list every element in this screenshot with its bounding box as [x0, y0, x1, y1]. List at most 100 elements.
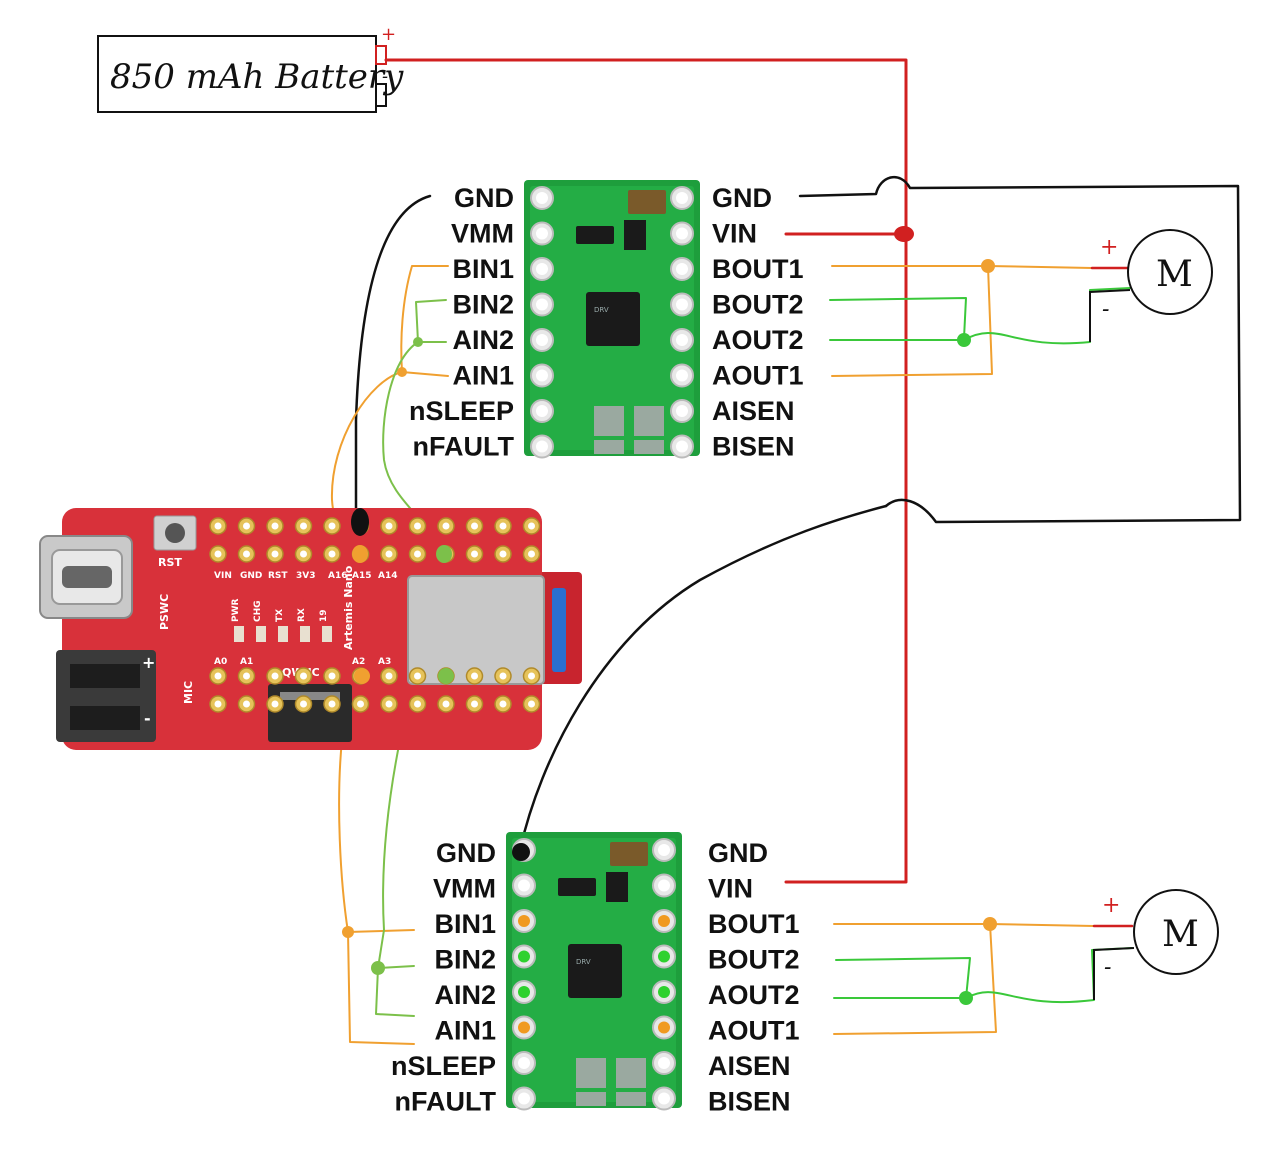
driver-bottom-right-label-vin: VIN [708, 874, 753, 904]
wire-bin2-top [415, 299, 447, 343]
battery: 850 mAh Battery + - [97, 24, 404, 113]
driver-top-pad-l6 [536, 405, 548, 417]
driver-top-right-label-aisen: AISEN [712, 396, 795, 426]
driver-top-label-gnd: GND [454, 183, 514, 213]
battery-plus: + [381, 24, 396, 45]
driver-bottom-pad-r0 [658, 844, 670, 856]
motor-bottom-plus: + [1102, 893, 1120, 918]
mcu-pin-3v3: 3V3 [296, 571, 316, 581]
motor-bottom: M + - [1093, 889, 1219, 1000]
driver-top-pad-l7 [536, 440, 548, 453]
mcu-pin-a15: A15 [352, 571, 372, 581]
wire-battery-positive [384, 58, 908, 884]
mcu-pswc-label: PSWC [158, 594, 171, 630]
driver-top-pad-r4 [676, 334, 688, 346]
driver-bottom-right-label-aout1: AOUT1 [708, 1016, 800, 1046]
driver-bottom-pad-r5 [658, 1021, 670, 1034]
mcu-pin-rst: RST [268, 571, 288, 581]
wire-aout2-bottom [833, 947, 1133, 1004]
driver-top-pad-r7 [676, 440, 688, 453]
mcu-name: Artemis Nano [342, 565, 355, 650]
driver-bottom-pad-l7 [518, 1092, 530, 1105]
driver-top-pad-l1 [536, 227, 548, 240]
mcu-pin-gnd: GND [240, 571, 262, 581]
driver-top-pad-r5 [676, 369, 688, 382]
mcu-led-rx: RX [297, 608, 307, 622]
driver-bottom-label-nsleep: nSLEEP [391, 1051, 496, 1081]
driver-top-right-label-bout2: BOUT2 [712, 290, 804, 320]
mcu-plus: + [142, 653, 155, 672]
driver-bottom-right-label-aisen: AISEN [708, 1051, 791, 1081]
mcu-pin-a0: A0 [214, 657, 227, 667]
driver-top-label-vmm: VMM [451, 219, 514, 249]
driver-top-pad-r2 [676, 263, 688, 275]
mcu-a14-solder [436, 545, 452, 563]
driver-top-pad-r6 [676, 405, 688, 417]
driver-top-label-ain1: AIN1 [452, 361, 514, 391]
driver-top-right-label-vin: VIN [712, 219, 757, 249]
driver-bottom-right-label-bout2: BOUT2 [708, 945, 800, 975]
wire-aout2-top [829, 287, 1131, 345]
mcu-led-tx: TX [275, 609, 285, 622]
wire-ground-left [354, 194, 432, 522]
wire-bout2-bottom [835, 957, 971, 999]
driver-bottom-label-gnd: GND [436, 838, 496, 868]
driver-bottom-pad-l4 [518, 986, 530, 998]
wire-ain1-bottom [347, 931, 415, 1045]
driver-bottom-pad-r2 [658, 915, 670, 927]
vin-junction [894, 226, 914, 242]
driver-bottom-pad-r6 [658, 1057, 670, 1069]
battery-minus: - [382, 66, 388, 87]
driver-top-right-label-bisen: BISEN [712, 432, 795, 462]
mcu-pin-a2: A2 [352, 657, 365, 667]
mcu-a15-solder [352, 545, 368, 563]
driver-bottom-right-label-aout2: AOUT2 [708, 980, 800, 1010]
motor-bottom-label: M [1162, 914, 1199, 955]
mcu-gnd-solder [351, 508, 369, 536]
motor-top-plus: + [1100, 235, 1118, 260]
driver-bottom-pad-l6 [518, 1057, 530, 1069]
driver-bottom-pad-r7 [658, 1092, 670, 1105]
driver-top-label-nfault: nFAULT [413, 432, 515, 462]
driver-top-pad-l5 [536, 369, 548, 382]
wire-aout1-bottom [833, 923, 997, 1035]
mcu-minus: - [144, 709, 151, 728]
driver-top-pad-l2 [536, 263, 548, 275]
mcu-a3-solder [438, 668, 454, 684]
motor-bottom-minus: - [1104, 955, 1111, 980]
driver-top-right-label-gnd: GND [712, 183, 772, 213]
driver-bottom-pad-r3 [658, 950, 670, 963]
driver-top-right-label-aout2: AOUT2 [712, 325, 804, 355]
driver-top-pad-r1 [676, 227, 688, 240]
mcu-rst-label: RST [158, 556, 182, 569]
driver-top-right-label-aout1: AOUT1 [712, 361, 804, 391]
wire-ground-top-right [798, 175, 1242, 524]
driver-bottom-pad-l5 [518, 1021, 530, 1034]
motor-driver-top: DRV [524, 180, 700, 459]
mcu-pin-a1: A1 [240, 657, 253, 667]
mcu-pin-vin: VIN [214, 571, 232, 581]
artemis-nano-board: RST PSWC MIC QWIIC Artemis Nano + - VING… [39, 508, 582, 750]
motor-driver-bottom: DRV [506, 832, 682, 1111]
motor-top-minus: - [1102, 297, 1109, 322]
mcu-pin-a3: A3 [378, 657, 391, 667]
driver-top-label-bin1: BIN1 [452, 254, 514, 284]
driver-bottom-label-bin1: BIN1 [434, 909, 496, 939]
wire-bout1-bottom [833, 923, 1095, 927]
driver-top-pad-r3 [676, 298, 688, 311]
wire-bin1-top [400, 265, 449, 373]
driver-top-label-bin2: BIN2 [452, 290, 514, 320]
driver-bottom-label-bin2: BIN2 [434, 945, 496, 975]
svg-text:DRV: DRV [594, 306, 609, 314]
mcu-led-19: 19 [319, 609, 329, 622]
wire-bout1-top [831, 265, 1093, 269]
driver-bottom-label-nfault: nFAULT [395, 1087, 497, 1117]
driver-bottom-label-vmm: VMM [433, 874, 496, 904]
mcu-pin-a14: A14 [378, 571, 398, 581]
driver-bottom-gnd-solder [512, 843, 530, 861]
battery-label: 850 mAh Battery [110, 57, 404, 97]
driver-bottom-pad-r1 [658, 879, 670, 892]
driver-bottom-right-label-gnd: GND [708, 838, 768, 868]
motor-top: M + - [1089, 229, 1213, 342]
